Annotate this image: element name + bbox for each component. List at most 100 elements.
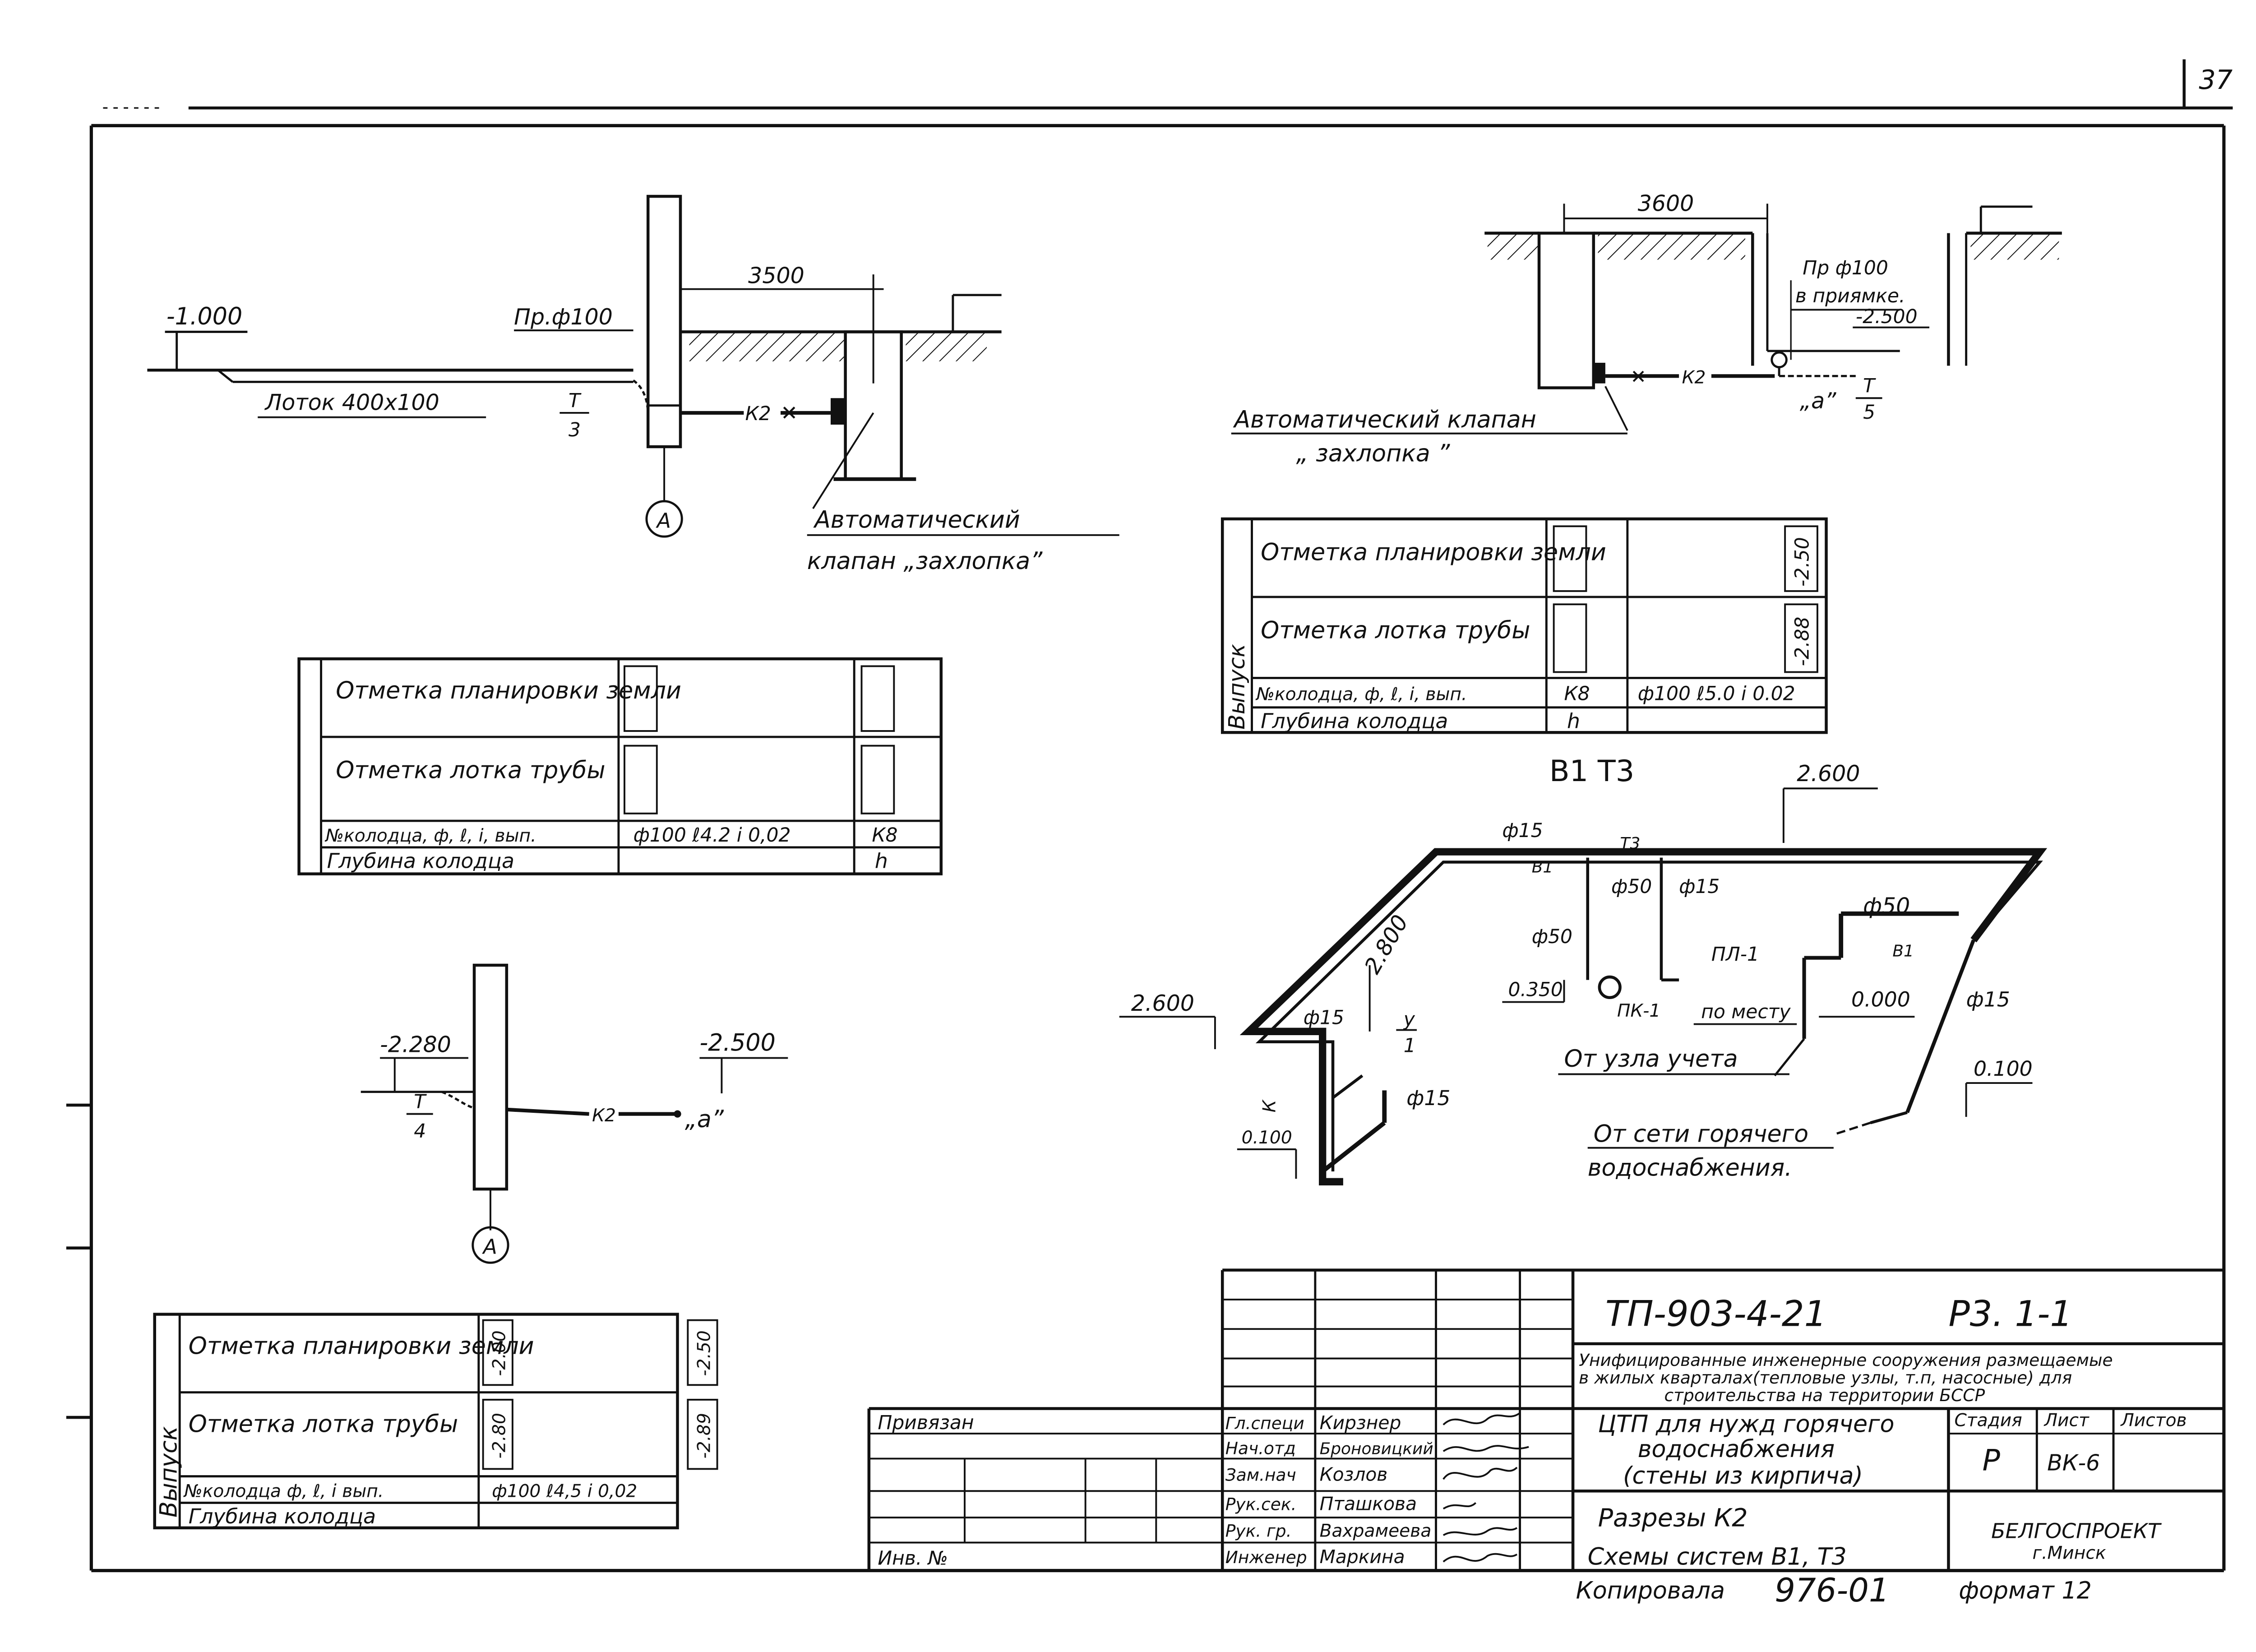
copy-number: 976-01 — [1775, 1571, 1889, 1609]
sheet-frame: 37 — [66, 59, 2233, 1573]
doc-code: ТП-903-4-21 — [1605, 1294, 1827, 1335]
a-label: „а” — [685, 1106, 724, 1133]
schema-title: В1 Т3 — [1549, 754, 1634, 788]
kolodec-label: №колодца, ф, ℓ, i, вып. — [324, 826, 536, 846]
value: -2.00 — [490, 1330, 510, 1376]
valve-label-2: „ захлопка ” — [1296, 440, 1450, 467]
section-top-left: -1.000 А 3500 К2 ✕ Пр.ф100 Лоток 400x100… — [147, 194, 1119, 575]
kolodec-label: №колодца, ф, ℓ, i, вып. — [1255, 684, 1467, 704]
dimension-3500: 3500 — [748, 263, 804, 289]
axis-a-label: А — [656, 509, 671, 533]
description-3: строительства на территории БССР — [1664, 1385, 1985, 1405]
valve-x: ✕ — [781, 401, 798, 425]
diameter-label: ф15 — [1406, 1086, 1450, 1110]
drawing-title-2: Схемы систем В1, Т3 — [1588, 1543, 1847, 1570]
elevation-label: -2.500 — [1856, 306, 1918, 328]
pipe-label-2: в приямке. — [1795, 285, 1905, 307]
signatures — [1442, 1412, 1529, 1563]
diameter-label: ф50 — [1532, 926, 1572, 948]
k2-label: К2 — [745, 403, 771, 425]
pipe-label: Пр.ф100 — [514, 304, 613, 330]
valve-x: ✕ — [1630, 366, 1646, 389]
value: -2.89 — [694, 1413, 714, 1458]
glubina-label: Глубина колодца — [1261, 709, 1448, 733]
table-left: Отметка планировки земли Отметка лотка т… — [297, 657, 943, 875]
role: Инженер — [1225, 1547, 1307, 1567]
t-fraction-den: 5 — [1863, 402, 1875, 424]
role: Гл.специ — [1225, 1413, 1304, 1433]
stage-value: Р — [1983, 1444, 2001, 1478]
row-label: Отметка лотка трубы — [1261, 617, 1530, 644]
valve-label-1: Автоматический клапан — [1233, 407, 1536, 434]
elevation-label: -2.280 — [380, 1032, 451, 1058]
pk1-label: ПК-1 — [1617, 1001, 1660, 1021]
name: Маркина — [1320, 1546, 1405, 1568]
row-label: Отметка планировки земли — [189, 1333, 534, 1360]
table-bottom: Выпуск Отметка планировки земли Отметка … — [153, 1313, 718, 1530]
side-label: Выпуск — [1224, 644, 1250, 730]
org-city: г.Минск — [2033, 1543, 2106, 1563]
project-title-2: водоснабжения — [1638, 1436, 1835, 1463]
value: -2.50 — [1791, 537, 1813, 587]
role: Рук. гр. — [1225, 1521, 1292, 1541]
elevation-label: -1.000 — [166, 303, 242, 330]
elevation-label: -2.500 — [699, 1029, 775, 1056]
elevation-label: 0.100 — [1242, 1128, 1292, 1148]
name: Броновицкий — [1320, 1440, 1433, 1458]
elevation-label: 2.600 — [1797, 761, 1860, 787]
role: Зам.нач — [1225, 1465, 1296, 1485]
valve-label-1: Автоматический — [813, 507, 1020, 534]
name: Кирзнер — [1320, 1412, 1401, 1434]
sheet-value: ВК-6 — [2047, 1450, 2100, 1476]
k-frac: К — [1260, 1099, 1280, 1112]
row-label: Отметка планировки земли — [336, 677, 681, 704]
value: -2.80 — [490, 1413, 510, 1458]
table-right: Выпуск Отметка планировки земли Отметка … — [1220, 517, 1828, 734]
row-label: Отметка планировки земли — [1261, 539, 1606, 566]
dimension-3600: 3600 — [1638, 191, 1694, 217]
glubina-label: Глубина колодца — [327, 849, 514, 873]
project-title-3: (стены из кирпича) — [1623, 1462, 1863, 1490]
row-label: Отметка лотка трубы — [336, 757, 605, 784]
description-2: в жилых кварталах(тепловые узлы, т.п, на… — [1579, 1368, 2072, 1388]
row-label: Отметка лотка трубы — [189, 1411, 458, 1438]
value: -2.88 — [1791, 617, 1813, 666]
t-fraction-den: 4 — [414, 1120, 426, 1143]
t-fraction-num: Т — [569, 390, 582, 412]
section-top-right: 3600 К2 ✕ Пр ф100 в приямке. -2.500 „а” … — [1231, 191, 2062, 467]
elevation-label: 0.000 — [1851, 987, 1910, 1011]
sheet-code: Р3. 1-1 — [1948, 1294, 2072, 1335]
po-mestu-label: по месту — [1701, 1001, 1791, 1023]
description-1: Унифицированные инженерные сооружения ра… — [1579, 1350, 2113, 1370]
elevation-label: 0.350 — [1508, 979, 1563, 1001]
kolodec-first: К8 — [1564, 683, 1590, 705]
b1-label: В1 — [1892, 942, 1914, 960]
sheet-header: Лист — [2043, 1411, 2090, 1431]
inv-no-label: Инв. № — [878, 1547, 948, 1569]
name: Вахрамеева — [1320, 1521, 1432, 1541]
privyazan-label: Привязан — [878, 1412, 974, 1434]
isometric-scheme: В1 Т3 2.600 2.600 2.800 0.350 0.000 0.10 — [1119, 754, 2048, 1185]
diameter-label: ф15 — [1502, 820, 1543, 842]
pl1-label: ПЛ-1 — [1711, 944, 1759, 966]
project-title-1: ЦТП для нужд горячего — [1598, 1411, 1895, 1438]
k2-label: К2 — [592, 1106, 616, 1126]
role: Нач.отд — [1225, 1439, 1296, 1458]
section-bottom-left: А -2.280 К2 „а” -2.500 Т 4 — [361, 963, 788, 1264]
ot-seti-label-2: водоснабжения. — [1588, 1155, 1792, 1182]
ot-uzla-label: От узла учета — [1564, 1046, 1738, 1073]
tray-label: Лоток 400x100 — [264, 389, 439, 415]
kolodec-label: №колодца ф, ℓ, i вып. — [183, 1481, 384, 1501]
a-label: „а” — [1800, 388, 1836, 414]
diameter-label: ф15 — [1304, 1007, 1344, 1029]
elevation-label: 2.600 — [1131, 990, 1194, 1016]
stage-header: Стадия — [1955, 1411, 2022, 1431]
glubina-value: h — [875, 849, 888, 873]
kolodec-value: ф100 ℓ4.2 i 0,02 — [633, 824, 791, 847]
glubina-label: Глубина колодца — [189, 1504, 376, 1528]
diameter-label: ф50 — [1863, 893, 1910, 919]
valve-label-2: клапан „захлопка” — [807, 548, 1043, 575]
kolodec-end: К8 — [872, 824, 897, 847]
title-block: ТП-903-4-21 Р3. 1-1 Унифицированные инже… — [867, 1268, 2224, 1609]
